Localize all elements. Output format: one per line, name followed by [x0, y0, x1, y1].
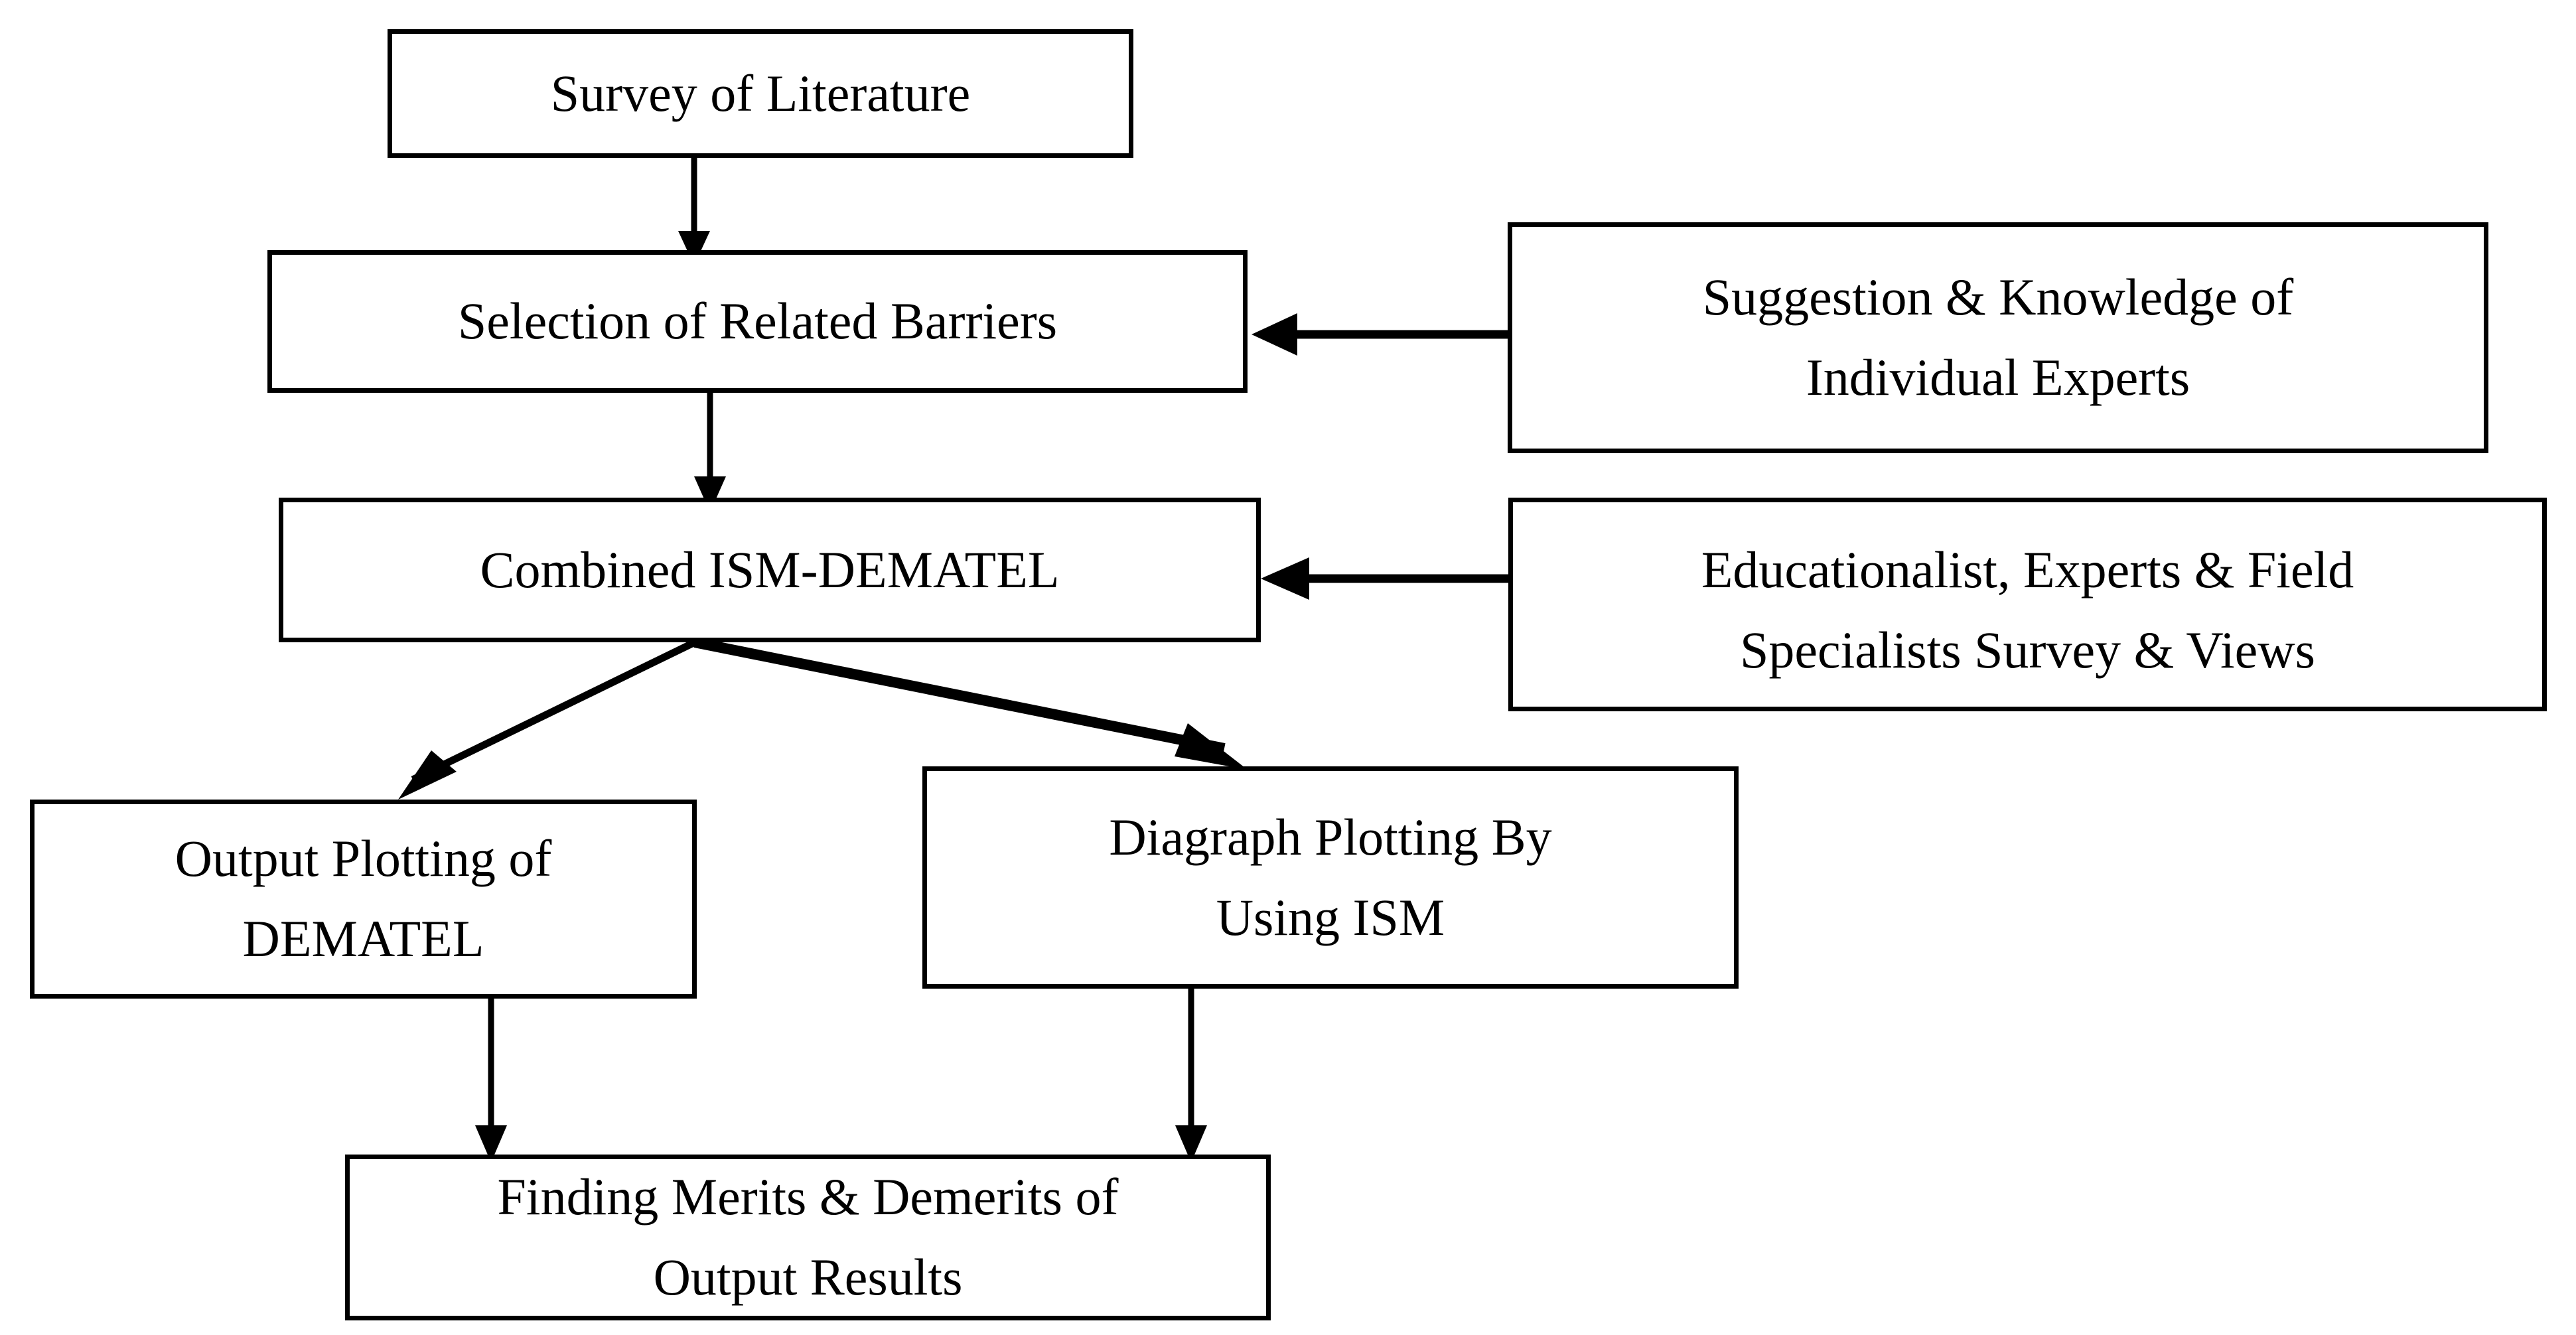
node-findings-line-1: Finding Merits & Demerits of [497, 1168, 1119, 1226]
edge-survey-to-selection [678, 158, 710, 265]
edge-suggestion-to-selection [1252, 313, 1533, 356]
node-suggestion-line-1: Suggestion & Knowledge of [1702, 268, 2294, 326]
node-suggestion-knowledge-individual-experts[interactable]: Suggestion & Knowledge of Individual Exp… [1508, 222, 2488, 453]
edge-combined-to-dematel-output [398, 639, 697, 800]
edge-dematel-output-to-findings [475, 999, 507, 1162]
node-suggestion-line-2: Individual Experts [1806, 348, 2190, 406]
node-survey-line-1: Survey of Literature [550, 64, 971, 122]
node-diagraph-line-1: Diagraph Plotting By [1109, 808, 1552, 866]
node-educationalist-experts-field-specialists[interactable]: Educationalist, Experts & Field Speciali… [1508, 498, 2547, 711]
edge-educationalist-to-combined [1261, 557, 1539, 600]
node-findings-line-2: Output Results [653, 1248, 963, 1306]
node-selection-of-related-barriers[interactable]: Selection of Related Barriers [267, 250, 1248, 393]
node-educationalist-line-1: Educationalist, Experts & Field [1701, 541, 2354, 598]
node-dematel-out-line-2: DEMATEL [242, 910, 484, 967]
edge-combined-to-diagraph [693, 637, 1248, 770]
node-diagraph-line-2: Using ISM [1216, 888, 1445, 946]
edge-diagraph-to-findings [1175, 989, 1207, 1162]
node-selection-line-1: Selection of Related Barriers [457, 292, 1058, 350]
node-combined-line-1: Combined ISM-DEMATEL [480, 540, 1060, 598]
node-diagraph-plotting-by-using-ism[interactable]: Diagraph Plotting By Using ISM [922, 766, 1739, 989]
node-survey-of-literature[interactable]: Survey of Literature [388, 29, 1133, 158]
node-combined-ism-dematel[interactable]: Combined ISM-DEMATEL [279, 498, 1261, 642]
edge-selection-to-combined [694, 393, 726, 512]
node-educationalist-line-2: Specialists Survey & Views [1740, 620, 2315, 679]
node-finding-merits-demerits-output-results[interactable]: Finding Merits & Demerits of Output Resu… [345, 1155, 1271, 1320]
node-dematel-out-line-1: Output Plotting of [175, 829, 552, 888]
node-output-plotting-of-dematel[interactable]: Output Plotting of DEMATEL [30, 800, 697, 999]
